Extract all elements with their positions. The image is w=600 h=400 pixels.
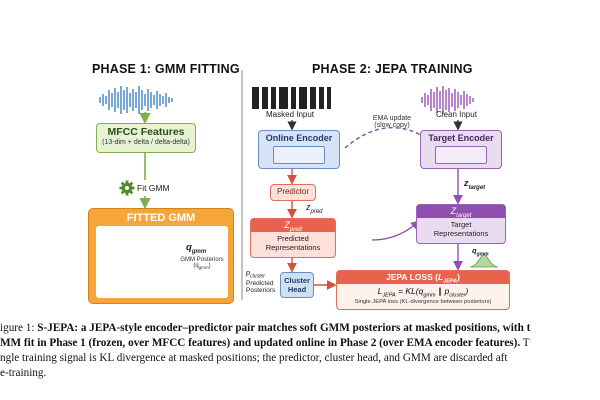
fitted-gmm-title: FITTED GMM — [126, 212, 196, 224]
online-encoder-title: Online Encoder — [265, 133, 333, 143]
online-encoder-box: Online Encoder — [258, 130, 340, 169]
jepa-loss-box: JEPA LOSS (LJEPA) LJEPA = KL(qgmm ∥ pclu… — [336, 270, 510, 310]
fit-gmm-label: Fit GMM — [137, 183, 170, 193]
jepa-loss-title: JEPA LOSS (LJEPA) — [337, 271, 509, 285]
target-box-line2: Representations — [433, 229, 489, 238]
predictor-box: Predictor — [270, 184, 316, 201]
pred-box-symbol: Zpred — [251, 219, 335, 233]
caption-line1: igure 1: S-JEPA: a JEPA-style encoder–pr… — [0, 322, 531, 334]
predictor-label: Predictor — [276, 187, 309, 196]
phase2-qgmm-label: qgmm — [472, 246, 489, 258]
cluster-head-box: Cluster Head — [280, 272, 314, 298]
pred-box-line1: Predicted — [277, 234, 309, 243]
z-pred-label: zpred — [306, 202, 323, 215]
target-encoder-layers — [435, 146, 487, 164]
phase2-title: PHASE 2: JEPA TRAINING — [312, 62, 473, 76]
jepa-loss-subtitle: Single JEPA loss (KL-divergence between … — [354, 298, 492, 305]
phase1-title: PHASE 1: GMM FITTING — [92, 62, 240, 76]
gear-icon — [119, 180, 135, 196]
caption-line3: ngle training signal is KL divergence at… — [0, 352, 508, 364]
caption-line4: e-training. — [0, 367, 47, 379]
ema-update-label: EMA update (slow copy) — [372, 115, 412, 129]
ema-update-arrow — [344, 126, 435, 149]
target-representations-box: Ztarget Target Representations — [416, 204, 506, 244]
cluster-head-line2: Head — [287, 285, 307, 294]
mfcc-subtitle: (13-dim + delta / delta-delta) — [102, 139, 190, 146]
qgmm-symbol: qgmm — [186, 242, 207, 255]
mfcc-features-box: MFCC Features (13-dim + delta / delta-de… — [96, 123, 196, 153]
online-encoder-layers — [273, 146, 325, 164]
mfcc-title: MFCC Features — [107, 126, 185, 138]
caption-line2: MM fit in Phase 1 (frozen, over MFCC fea… — [0, 337, 530, 349]
phase1-waveform — [99, 86, 173, 114]
gmm-posteriors-label: GMM Posteriors (qgmm) — [180, 257, 224, 271]
target-encoder-title: Target Encoder — [428, 133, 494, 143]
masked-input-label: Masked Input — [266, 110, 315, 119]
target-box-line1: Target — [450, 220, 472, 229]
masked-input-bars — [252, 87, 331, 109]
predicted-representations-box: Zpred Predicted Representations — [250, 218, 336, 258]
clean-input-waveform — [421, 86, 474, 114]
pred-box-line2: Representations — [265, 243, 321, 252]
target-encoder-box: Target Encoder — [420, 130, 502, 169]
p-cluster-label: pcluster Predicted Posteriors — [246, 268, 276, 294]
clean-input-label: Clean Input — [436, 110, 477, 119]
z-target-label: ztarget — [464, 178, 486, 191]
target-box-symbol: Ztarget — [417, 205, 505, 219]
jepa-loss-formula: LJEPA = KL(qgmm ∥ pcluster) — [377, 286, 469, 299]
qgmm-mini-curve — [469, 253, 499, 268]
fitted-gmm-plot-area — [96, 226, 228, 298]
cluster-head-line1: Cluster — [284, 276, 310, 285]
